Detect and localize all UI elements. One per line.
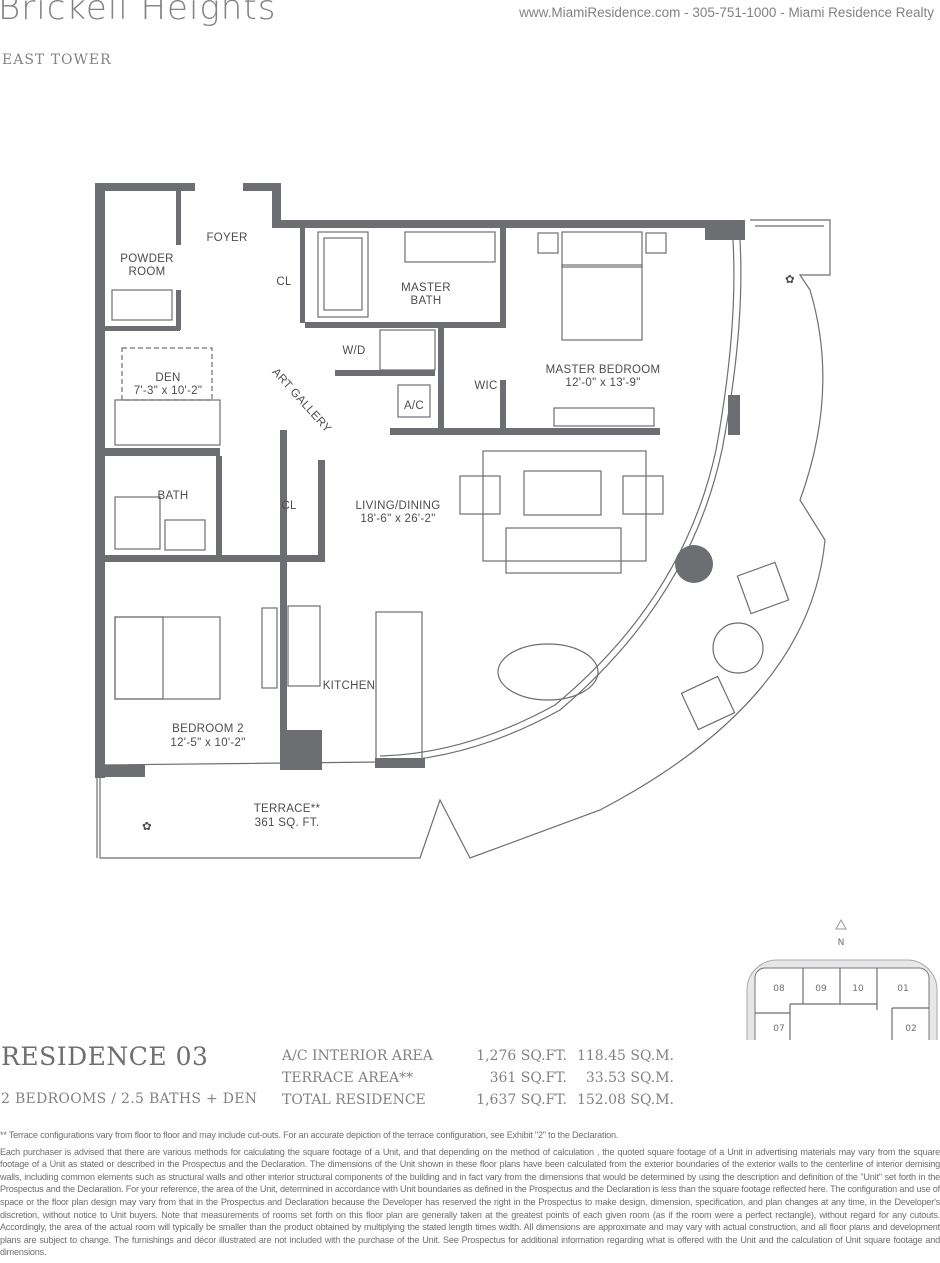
area-row: A/C INTERIOR AREA 1,276 SQ.FT. 118.45 SQ…	[282, 1048, 677, 1068]
key-plan: N 08 09 10 01 07 02 06 05 04 03	[746, 918, 938, 1040]
column	[675, 545, 713, 583]
area-label: TERRACE AREA**	[282, 1070, 414, 1086]
unit-02: 02	[905, 1024, 916, 1034]
walls	[95, 183, 745, 778]
building-title: Brickell Heights	[0, 0, 277, 28]
label-den: DEN	[155, 372, 180, 384]
terrace-area: 361 SQ. FT.	[255, 817, 320, 829]
unit-09: 09	[815, 984, 827, 994]
unit-01: 01	[897, 984, 908, 994]
label-master-bath: MASTER	[401, 282, 451, 294]
label-living-dining: LIVING/DINING	[355, 500, 440, 512]
label-closet: CL	[276, 276, 292, 288]
area-row: TOTAL RESIDENCE 1,637 SQ.FT. 152.08 SQ.M…	[282, 1092, 677, 1112]
area-sqft: 1,276 SQ.FT.	[476, 1048, 567, 1064]
label-terrace: TERRACE**	[254, 803, 321, 815]
unit-08: 08	[773, 984, 785, 994]
living-dining-dimensions: 18'-6" x 26'-2"	[360, 513, 435, 525]
bedrooms-summary: 2 BEDROOMS / 2.5 BATHS + DEN	[1, 1091, 258, 1107]
label-bath: BATH	[157, 490, 188, 502]
label-master-bedroom: MASTER BEDROOM	[546, 364, 661, 376]
facade-glazing-inner	[379, 239, 735, 757]
area-sqm: 33.53 SQ.M.	[585, 1070, 674, 1086]
label-powder: POWDER	[120, 253, 174, 265]
unit-07: 07	[773, 1024, 784, 1034]
area-sqm: 152.08 SQ.M.	[576, 1092, 674, 1108]
label-foyer: FOYER	[206, 232, 247, 244]
tower-label: EAST TOWER	[2, 52, 112, 68]
label-ac: A/C	[404, 400, 424, 412]
label-art-gallery: ART GALLERY	[269, 366, 333, 435]
master-bedroom-dimensions: 12'-0" x 13'-9"	[565, 377, 640, 389]
den-dimensions: 7'-3" x 10'-2"	[134, 385, 203, 397]
area-label: TOTAL RESIDENCE	[282, 1092, 426, 1108]
label-closet-2: CL	[281, 500, 297, 512]
label-powder-room: ROOM	[129, 266, 166, 278]
label-master-bath-2: BATH	[410, 295, 441, 307]
area-row: TERRACE AREA** 361 SQ.FT. 33.53 SQ.M.	[282, 1070, 677, 1090]
legal-notes: ** Terrace configurations vary from floo…	[0, 1129, 940, 1263]
terrace-outline	[96, 219, 831, 859]
plant-icon: ✿	[785, 274, 795, 286]
plant-icon: ✿	[142, 821, 152, 833]
unit-10: 10	[852, 984, 864, 994]
floor-plan: ✿ ✿ FOYER POWDER ROOM CL MASTER BATH MAS…	[95, 183, 938, 1040]
north-arrow-icon	[835, 918, 847, 930]
residence-title: RESIDENCE 03	[1, 1042, 209, 1071]
area-sqm: 118.45 SQ.M.	[576, 1048, 674, 1064]
bedroom-2-dimensions: 12'-5" x 10'-2"	[170, 737, 245, 749]
label-washer-dryer: W/D	[342, 345, 365, 357]
north-label: N	[838, 938, 845, 948]
facade-glazing	[99, 239, 742, 766]
terrace-note: ** Terrace configurations vary from floo…	[0, 1130, 619, 1140]
area-sqft: 361 SQ.FT.	[489, 1070, 567, 1086]
contact-info: www.MiamiResidence.com - 305-751-1000 - …	[519, 5, 934, 20]
area-sqft: 1,637 SQ.FT.	[476, 1092, 567, 1108]
label-kitchen: KITCHEN	[323, 680, 376, 692]
label-wic: WIC	[474, 380, 497, 392]
area-label: A/C INTERIOR AREA	[282, 1048, 433, 1064]
label-bedroom-2: BEDROOM 2	[172, 723, 244, 735]
furniture	[111, 231, 790, 763]
